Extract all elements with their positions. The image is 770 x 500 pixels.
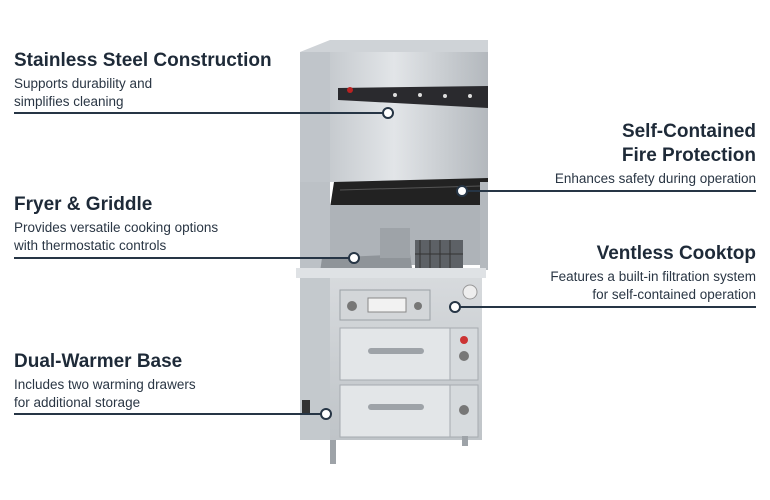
feature-title: Stainless Steel Construction: [14, 50, 272, 71]
feature-description: Includes two warming drawers for additio…: [14, 376, 196, 412]
feature-title: Self-Contained Fire Protection: [555, 120, 756, 168]
description-line: Enhances safety during operation: [554, 171, 756, 186]
feature-ventless-cooktop: Ventless Cooktop Features a built-in fil…: [550, 242, 756, 304]
ring-dot-icon: [320, 408, 332, 420]
description-line: simplifies cleaning: [14, 94, 124, 109]
warming-drawer-bottom: [339, 384, 451, 438]
ring-dot-icon: [382, 107, 394, 119]
feature-fire-protection: Self-Contained Fire Protection Enhances …: [555, 120, 756, 188]
feature-title: Ventless Cooktop: [596, 243, 756, 264]
feature-description: Provides versatile cooking options with …: [14, 219, 218, 255]
feature-description: Supports durability and simplifies clean…: [14, 75, 272, 111]
feature-dual-warmer: Dual-Warmer Base Includes two warming dr…: [14, 350, 196, 412]
description-line: Features a built-in filtration system: [550, 269, 756, 284]
hood-control-panel: [338, 86, 488, 108]
feature-fryer-griddle: Fryer & Griddle Provides versatile cooki…: [14, 193, 218, 255]
ventless-filter-gauge: [462, 284, 478, 300]
callout-line-fryer: [14, 257, 354, 259]
description-line: for additional storage: [14, 395, 141, 410]
ring-dot-icon: [449, 301, 461, 313]
callout-line-stainless: [14, 112, 388, 114]
ring-dot-icon: [348, 252, 360, 264]
leg-right: [462, 436, 468, 446]
description-line: Provides versatile cooking options: [14, 220, 219, 235]
description-line: with thermostatic controls: [14, 238, 167, 253]
callout-line-fire: [462, 190, 756, 192]
hood-body: [300, 52, 488, 182]
description-line: Supports durability and: [14, 76, 153, 91]
feature-description: Enhances safety during operation: [555, 170, 756, 188]
callout-line-warmer: [14, 413, 326, 415]
feature-title: Fryer & Griddle: [14, 194, 153, 215]
title-line: Fire Protection: [621, 145, 756, 166]
title-line: Self-Contained: [621, 121, 756, 142]
feature-title: Dual-Warmer Base: [14, 351, 183, 372]
leg-left: [330, 440, 336, 464]
feature-description: Features a built-in filtration system fo…: [550, 268, 756, 304]
feature-stainless-steel: Stainless Steel Construction Supports du…: [14, 49, 272, 111]
callout-line-ventless: [456, 306, 756, 308]
description-line: for self-contained operation: [592, 287, 756, 302]
description-line: Includes two warming drawers: [14, 377, 196, 392]
ring-dot-icon: [456, 185, 468, 197]
fire-suppression-area: [330, 178, 488, 208]
